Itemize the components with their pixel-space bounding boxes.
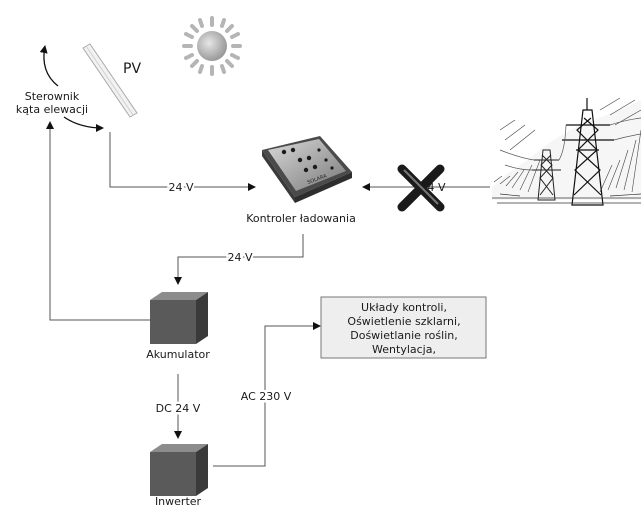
load-item: Wentylacja,: [372, 343, 436, 356]
elevation-controller-label-line1: Sterownik: [25, 90, 80, 103]
pv-panel: [83, 44, 137, 117]
charge-controller-device: SOLARA: [262, 136, 352, 203]
inverter-cube: [150, 444, 208, 496]
ac-voltage-label: AC 230 V: [241, 390, 292, 403]
inverter-label: Inwerter: [155, 495, 202, 506]
sun-icon: [184, 18, 240, 74]
load-item: Oświetlenie szklarni,: [347, 315, 460, 328]
load-item: Układy kontroli,: [361, 301, 447, 314]
pv-label: PV: [123, 61, 141, 77]
battery-cube: [150, 292, 208, 344]
battery-to-elevation-controller-wire: [50, 122, 150, 320]
charge-controller-label: Kontroler ładowania: [246, 212, 356, 225]
power-grid-illustration: [492, 98, 641, 205]
tilt-down-arrow: [64, 117, 103, 128]
tilt-up-arrow: [44, 46, 58, 86]
dc-voltage-label: DC 24 V: [156, 402, 201, 415]
elevation-controller-label-line2: kąta elewacji: [16, 103, 88, 116]
load-item: Doświetlanie roślin,: [350, 329, 457, 342]
controller-to-battery-voltage: 24 V: [227, 251, 252, 264]
pv-to-controller-voltage: 24 V: [168, 181, 193, 194]
pv-to-controller-wire: [110, 132, 255, 187]
battery-label: Akumulator: [146, 348, 210, 361]
loads-box: Układy kontroli, Oświetlenie szklarni, D…: [321, 297, 486, 358]
